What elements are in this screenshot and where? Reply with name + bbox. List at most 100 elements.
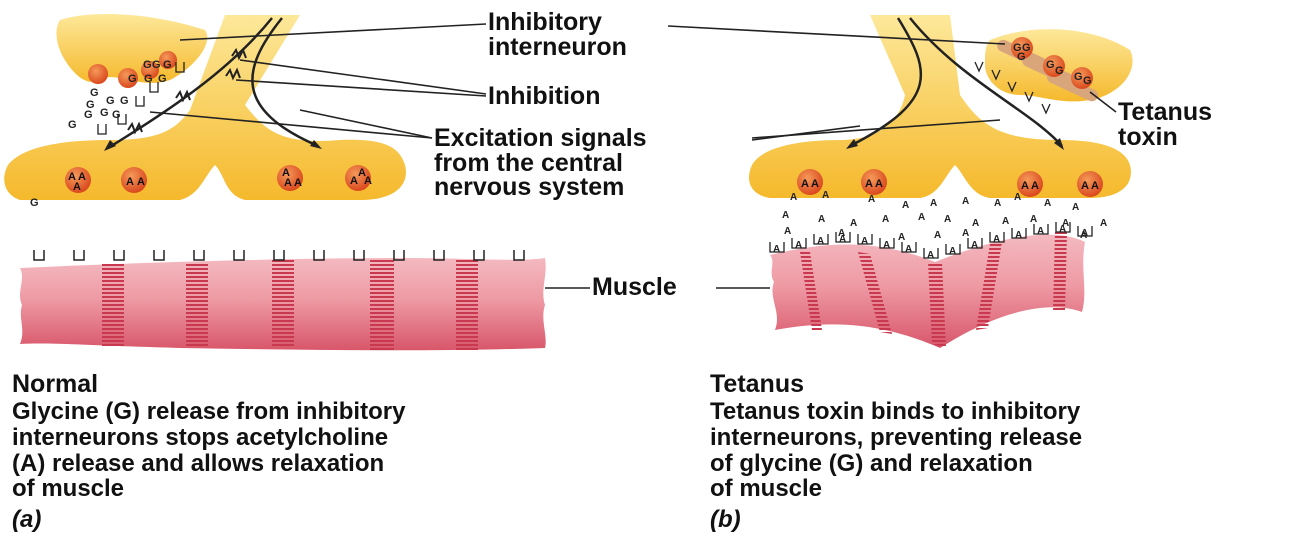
left-caption-line: (A) release and allows relaxation xyxy=(12,451,384,477)
left-vesicle xyxy=(88,64,108,84)
muscle-band xyxy=(186,262,208,348)
right-a-letter: A xyxy=(1081,180,1089,192)
right-g-letter: G xyxy=(1074,71,1083,83)
free-a-letter: A xyxy=(850,218,857,229)
bound-a-letter: A xyxy=(1059,224,1066,235)
left-g-letter: G xyxy=(106,95,115,107)
right-g-letter: G xyxy=(1046,59,1055,71)
free-a-letter: A xyxy=(822,190,829,201)
free-a-letter: A xyxy=(902,200,909,211)
right-caption-line: of glycine (G) and relaxation xyxy=(710,451,1033,477)
left-free-g: G xyxy=(30,197,39,209)
right-g-letter: G xyxy=(1017,51,1026,63)
right-g-letter: G xyxy=(1055,65,1064,77)
left-caption-line: of muscle xyxy=(12,476,124,502)
free-a-letter: A xyxy=(868,194,875,205)
left-a-letter: A xyxy=(137,176,145,188)
right-a-letter: A xyxy=(811,178,819,190)
free-a-letter: A xyxy=(972,218,979,229)
muscle-band xyxy=(456,260,478,350)
receptor-cup xyxy=(314,250,324,260)
left-g-letter: G xyxy=(152,59,161,71)
left-g-letter: G xyxy=(84,109,93,121)
muscle-band xyxy=(102,262,124,348)
muscle-band xyxy=(272,260,294,348)
free-a-letter: A xyxy=(782,210,789,221)
receptor-cup xyxy=(154,250,164,260)
right-caption-title: Tetanus xyxy=(710,372,804,397)
left-a-letter: A xyxy=(294,177,302,189)
inhibition-mark xyxy=(128,124,142,132)
receptor-cup xyxy=(114,250,124,260)
free-a-letter: A xyxy=(1100,218,1107,229)
bound-a-letter: A xyxy=(817,236,824,247)
receptor-mark xyxy=(98,124,106,134)
label-muscle: Muscle xyxy=(592,275,677,300)
receptor-mark xyxy=(1042,104,1050,113)
left-caption-title: Normal xyxy=(12,372,98,397)
receptor-cup xyxy=(274,250,284,260)
bound-a-letter: A xyxy=(905,244,912,255)
muscle-band xyxy=(1053,232,1067,312)
left-g-letter: G xyxy=(143,59,152,71)
label-inhibitory-interneuron-2: interneuron xyxy=(488,35,627,60)
receptor-cup xyxy=(74,250,84,260)
left-g-letter: G xyxy=(163,59,172,71)
left-g-letter: G xyxy=(90,87,99,99)
free-a-letter: A xyxy=(818,214,825,225)
right-g-letter: G xyxy=(1083,75,1092,87)
bound-a-letter: A xyxy=(927,250,934,261)
left-g-letter: G xyxy=(68,119,77,131)
right-a-letter: A xyxy=(1091,180,1099,192)
right-a-letter: A xyxy=(1031,180,1039,192)
left-panel-label: (a) xyxy=(12,508,41,532)
bound-a-letter: A xyxy=(839,234,846,245)
bound-a-letter: A xyxy=(971,240,978,251)
left-caption-line: Glycine (G) release from inhibitory xyxy=(12,399,405,425)
label-tetanus-toxin-1: Tetanus xyxy=(1118,100,1212,125)
right-caption-line: of muscle xyxy=(710,476,822,502)
receptor-cup xyxy=(34,250,44,260)
free-a-letter: A xyxy=(882,214,889,225)
free-a-letter: A xyxy=(1044,198,1051,209)
free-a-letter: A xyxy=(962,228,969,239)
receptor-mark xyxy=(975,62,983,71)
receptor-cup xyxy=(474,250,484,260)
free-a-letter: A xyxy=(934,230,941,241)
label-tetanus-toxin-2: toxin xyxy=(1118,125,1178,150)
right-muscle: AAAAAAAAAAAAAAA xyxy=(770,222,1092,348)
left-g-letter: G xyxy=(144,73,153,85)
muscle-band xyxy=(370,258,394,350)
receptor-mark xyxy=(136,96,144,106)
bound-a-letter: A xyxy=(795,240,802,251)
receptor-cup xyxy=(234,250,244,260)
free-a-letter: A xyxy=(1072,202,1079,213)
bound-a-letter: A xyxy=(993,234,1000,245)
left-a-letter: A xyxy=(350,175,358,187)
right-caption-line: Tetanus toxin binds to inhibitory xyxy=(710,399,1080,425)
left-caption-line: interneurons stops acetylcholine xyxy=(12,425,388,451)
bound-a-letter: A xyxy=(861,236,868,247)
free-a-letter: A xyxy=(1030,214,1037,225)
right-panel-label: (b) xyxy=(710,508,741,532)
bound-a-letter: A xyxy=(1015,230,1022,241)
right-caption-line: interneurons, preventing release xyxy=(710,425,1082,451)
free-a-letter: A xyxy=(790,192,797,203)
free-a-letter: A xyxy=(994,198,1001,209)
left-g-letter: G xyxy=(112,109,121,121)
free-a-letter: A xyxy=(898,232,905,243)
free-a-letter: A xyxy=(930,198,937,209)
free-a-letter: A xyxy=(944,214,951,225)
left-g-letter: G xyxy=(128,73,137,85)
left-muscle xyxy=(20,250,546,350)
free-a-letter: A xyxy=(918,212,925,223)
bound-a-letter: A xyxy=(773,244,780,255)
label-inhibitory-interneuron-1: Inhibitory xyxy=(488,10,602,35)
label-inhibition: Inhibition xyxy=(488,84,600,109)
label-excitation-3: nervous system xyxy=(434,175,624,200)
left-g-letter: G xyxy=(100,107,109,119)
free-a-letter: A xyxy=(1014,192,1021,203)
inhibition-mark xyxy=(176,92,190,100)
